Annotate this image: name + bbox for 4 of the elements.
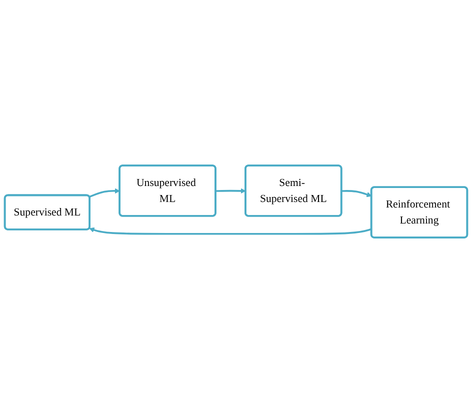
arrow xyxy=(89,227,372,235)
arrow xyxy=(342,190,372,198)
arrow xyxy=(89,188,120,198)
arrow xyxy=(216,188,246,194)
